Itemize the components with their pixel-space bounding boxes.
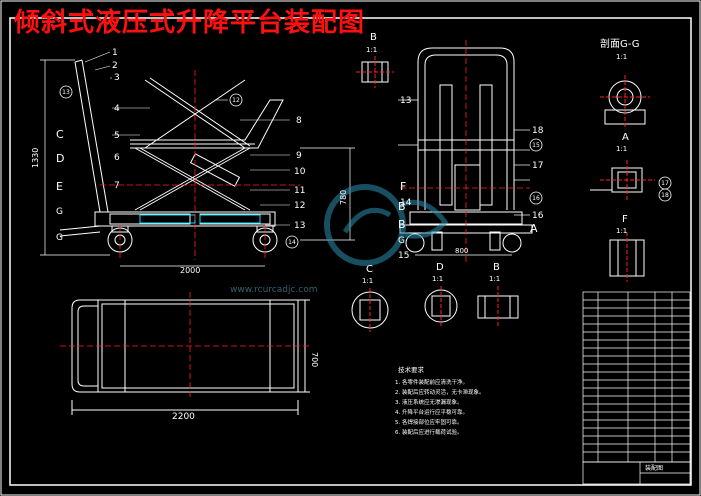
side-view	[59, 59, 284, 253]
top-centerlines	[60, 292, 310, 398]
note-item: 2. 装配后应转动灵活，无卡滞现象。	[395, 388, 485, 396]
detail-f	[609, 232, 645, 282]
front-label: A	[530, 222, 538, 235]
section-gg-label: 剖面G-G	[600, 37, 639, 50]
section-b-label: B	[370, 32, 377, 43]
side-centerlines	[100, 70, 300, 260]
side-label: G	[56, 233, 63, 243]
side-label: C	[56, 128, 64, 141]
circled-callout-text: 13 12 14 15 16 17 18	[62, 89, 669, 246]
callout-number: 17	[661, 180, 669, 187]
section-a-label: A	[622, 132, 629, 143]
section-a-scale: 1:1	[616, 145, 627, 153]
dimension-780: 780	[339, 190, 348, 205]
section-d-scale: 1:1	[432, 275, 443, 283]
watermark-text: www.rcurcadjc.com	[230, 285, 317, 295]
detail-cdb	[351, 286, 519, 332]
callout-number: 16	[532, 195, 540, 202]
section-f-label: F	[622, 214, 628, 225]
callout-number: 13	[62, 89, 70, 96]
technical-notes: 技术要求 1. 各零件装配前应清洗干净。 2. 装配后应转动灵活，无卡滞现象。 …	[395, 365, 485, 436]
section-c-scale: 1:1	[362, 277, 373, 285]
part-number: 1	[112, 48, 118, 58]
note-item: 5. 各焊接部位应牢固可靠。	[395, 418, 463, 426]
part-number: 11	[294, 186, 305, 196]
dimension-800: 800	[455, 247, 468, 255]
detail-b-top	[356, 56, 394, 88]
part-number: 4	[114, 104, 120, 114]
front-dimension-lines	[398, 99, 530, 256]
drawing-title: 倾斜式液压式升降平台装配图	[14, 8, 366, 38]
side-label: D	[56, 152, 64, 165]
part-number: 16	[532, 211, 544, 221]
part-number: 10	[294, 167, 306, 177]
front-centerlines	[400, 40, 530, 265]
section-d-label: D	[436, 262, 444, 273]
section-gg-scale: 1:1	[616, 53, 627, 61]
callout-number: 15	[532, 142, 540, 149]
front-label: F	[400, 180, 406, 193]
dimension-2000: 2000	[180, 266, 200, 275]
front-label: B	[398, 218, 406, 231]
section-f-scale: 1:1	[616, 227, 627, 235]
side-label: G	[56, 207, 63, 217]
section-e-scale: 1:1	[489, 275, 500, 283]
detail-a	[590, 160, 655, 200]
note-item: 4. 升降平台运行应平稳可靠。	[395, 408, 468, 416]
callout-number: 18	[661, 192, 669, 199]
watermark-logo	[324, 184, 449, 266]
part-number: 14	[400, 198, 412, 208]
side-leaders	[84, 51, 290, 226]
detail-gg	[600, 75, 650, 128]
part-number: 8	[296, 116, 302, 126]
side-label: E	[56, 180, 63, 193]
part-number: 9	[296, 151, 302, 161]
part-number: 3	[114, 73, 120, 83]
title-block-name: 装配图	[645, 464, 663, 472]
dimension-2200: 2200	[172, 412, 195, 422]
note-item: 3. 液压系统应无渗漏现象。	[395, 398, 463, 406]
part-number: 17	[532, 161, 543, 171]
part-number: 13	[400, 96, 411, 106]
part-number: 12	[294, 201, 305, 211]
callout-number: 12	[232, 97, 240, 104]
part-number: 13	[294, 221, 305, 231]
part-number: 7	[114, 181, 120, 191]
section-b-scale: 1:1	[366, 46, 377, 54]
part-number: 18	[532, 126, 544, 136]
section-c-label: C	[366, 264, 373, 275]
labels: 1 2 3 4 5 6 7 8 9 10 11 12 13 D E C G G …	[31, 32, 639, 422]
callout-number: 14	[288, 239, 296, 246]
notes-heading: 技术要求	[398, 365, 425, 374]
circled-callouts	[59, 85, 672, 249]
part-number: 6	[114, 153, 120, 163]
parts-list	[582, 291, 691, 485]
note-item: 6. 装配后应进行载荷试验。	[395, 428, 463, 436]
inner-border	[9, 17, 692, 486]
part-number: 5	[114, 131, 120, 141]
dimension-700: 700	[310, 352, 319, 367]
section-e-label: B	[493, 262, 500, 273]
front-label: B	[398, 200, 406, 213]
front-label: G	[398, 236, 405, 246]
dimension-height: 1330	[31, 148, 40, 168]
top-view	[71, 299, 310, 415]
note-item: 1. 各零件装配前应清洗干净。	[395, 378, 468, 386]
part-number: 15	[398, 251, 409, 261]
part-number: 2	[112, 61, 118, 71]
